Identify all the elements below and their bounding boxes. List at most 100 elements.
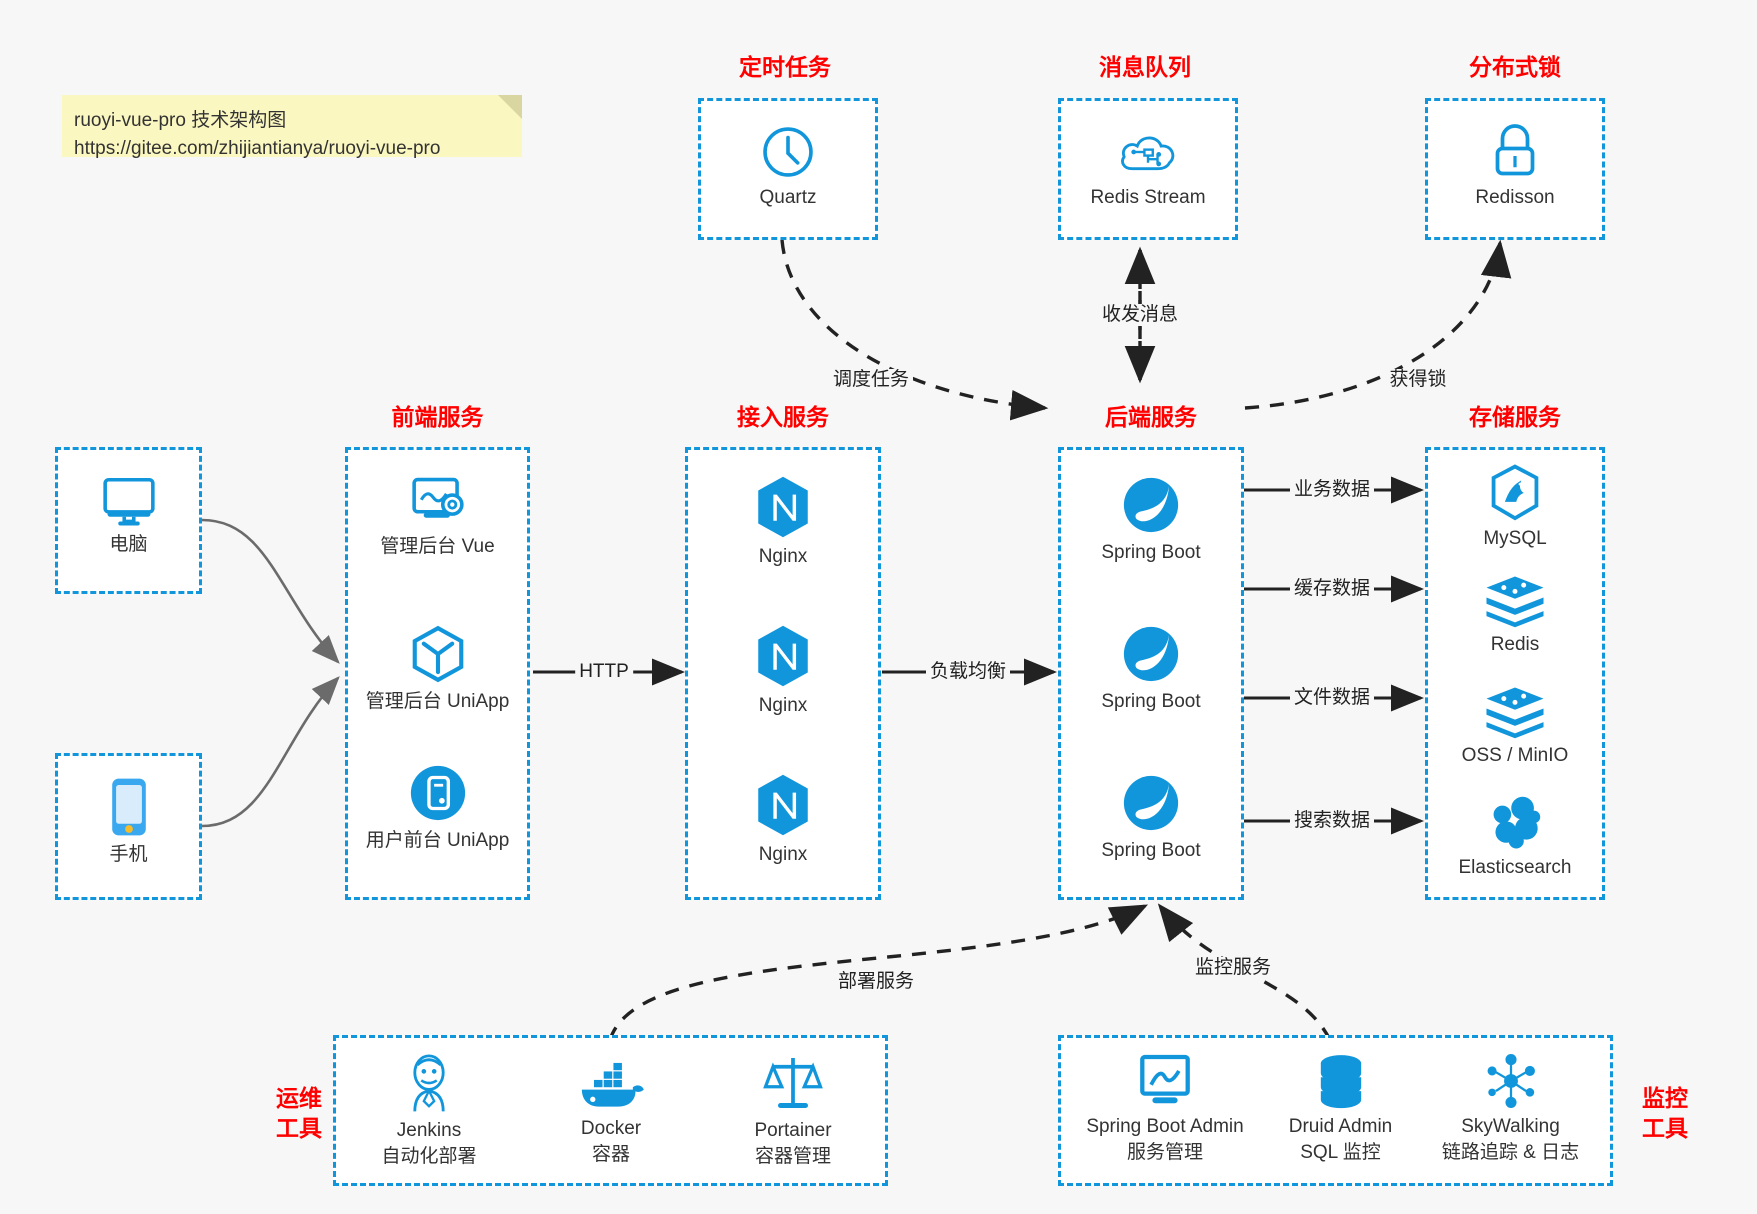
- group-monitoring[interactable]: Spring Boot Admin 服务管理 Druid Admin SQL 监…: [1058, 1035, 1613, 1186]
- node-user-uniapp[interactable]: 用户前台 UniApp: [348, 762, 527, 854]
- node-sublabel: 自动化部署: [381, 1146, 477, 1167]
- cloud-network-icon: [1121, 136, 1175, 171]
- edge-label-file-data: 文件数据: [1289, 687, 1375, 709]
- group-title-devops-line2: 工具: [276, 1115, 322, 1141]
- smartphone-icon: [111, 778, 146, 836]
- lock-icon: [1495, 124, 1535, 176]
- monitor-chart-icon: [1140, 1054, 1190, 1104]
- node-label: Druid Admin: [1288, 1116, 1393, 1137]
- node-label: 手机: [109, 844, 148, 865]
- group-title-gateway: 接入服务: [737, 404, 829, 430]
- node-label: Nginx: [758, 695, 808, 716]
- clock-icon: [763, 127, 813, 177]
- mysql-dolphin-icon: [1491, 464, 1539, 521]
- node-phone[interactable]: 手机: [58, 776, 199, 868]
- node-redis[interactable]: Redis: [1428, 572, 1602, 658]
- node-portainer[interactable]: Portainer 容器管理: [708, 1052, 878, 1170]
- node-spring-boot-1[interactable]: Spring Boot: [1061, 474, 1241, 566]
- edge-label-schedule-task: 调度任务: [828, 369, 914, 391]
- node-label: 管理后台 UniApp: [365, 691, 510, 712]
- edge-label-acquire-lock: 获得锁: [1385, 369, 1451, 391]
- skywalking-node-icon: [1487, 1054, 1535, 1108]
- nginx-icon: [758, 774, 808, 836]
- node-label: Redis Stream: [1090, 187, 1206, 208]
- node-druid-admin[interactable]: Druid Admin SQL 监控: [1253, 1052, 1428, 1166]
- edge-label-monitor-service: 监控服务: [1190, 957, 1276, 979]
- group-title-scheduled-task: 定时任务: [739, 54, 831, 80]
- node-nginx-3[interactable]: Nginx: [688, 772, 878, 868]
- node-redis-stream[interactable]: Redis Stream: [1061, 123, 1235, 211]
- node-label: Spring Boot: [1101, 542, 1201, 563]
- group-storage[interactable]: MySQL Redis OSS / MinIO: [1425, 447, 1605, 900]
- group-title-devops-line1: 运维: [276, 1085, 322, 1111]
- node-label: 电脑: [109, 534, 148, 555]
- node-label: MySQL: [1483, 528, 1547, 549]
- node-redisson[interactable]: Redisson: [1428, 121, 1602, 211]
- spring-boot-leaf-icon: [1123, 477, 1179, 533]
- group-client-pc[interactable]: 电脑: [55, 447, 202, 594]
- desktop-monitor-icon: [102, 477, 155, 526]
- sticky-note: ruoyi-vue-pro 技术架构图 https://gitee.com/zh…: [62, 95, 522, 159]
- node-mysql[interactable]: MySQL: [1428, 464, 1602, 552]
- node-sublabel: SQL 监控: [1300, 1142, 1381, 1163]
- node-admin-uniapp[interactable]: 管理后台 UniApp: [348, 623, 527, 715]
- group-title-storage: 存储服务: [1469, 404, 1561, 430]
- group-scheduled-task[interactable]: Quartz: [698, 98, 878, 240]
- dashboard-gear-icon: [411, 477, 464, 518]
- spring-boot-leaf-icon: [1123, 775, 1179, 831]
- group-frontend[interactable]: 管理后台 Vue 管理后台 UniApp 用户前台 UniApp: [345, 447, 530, 900]
- group-backend[interactable]: Spring Boot Spring Boot Spring Boot: [1058, 447, 1244, 900]
- node-docker[interactable]: Docker 容器: [526, 1060, 696, 1168]
- nginx-icon: [758, 476, 808, 538]
- mobile-app-circle-icon: [410, 765, 465, 821]
- nginx-icon: [758, 625, 808, 687]
- node-oss-minio[interactable]: OSS / MinIO: [1428, 683, 1602, 769]
- edge-label-search-data: 搜索数据: [1289, 810, 1375, 832]
- node-label: Nginx: [758, 546, 808, 567]
- node-label: Spring Boot Admin: [1086, 1116, 1244, 1137]
- node-label: Portainer: [754, 1120, 832, 1141]
- redis-stack-icon: [1486, 576, 1544, 628]
- hexagon-cube-icon: [412, 625, 463, 683]
- node-label: Docker: [580, 1118, 642, 1139]
- node-computer[interactable]: 电脑: [58, 472, 199, 558]
- node-admin-vue[interactable]: 管理后台 Vue: [348, 472, 527, 560]
- node-skywalking[interactable]: SkyWalking 链路追踪 & 日志: [1413, 1052, 1608, 1166]
- group-devops[interactable]: Jenkins 自动化部署 Docker 容器: [333, 1035, 888, 1186]
- node-sublabel: 服务管理: [1126, 1142, 1203, 1163]
- node-label: Nginx: [758, 844, 808, 865]
- node-nginx-2[interactable]: Nginx: [688, 623, 878, 719]
- group-message-queue[interactable]: Redis Stream: [1058, 98, 1238, 240]
- group-title-devops: 运维 工具: [262, 1083, 336, 1143]
- note-fold-corner: [498, 95, 522, 119]
- node-label: OSS / MinIO: [1461, 745, 1569, 766]
- edge-label-deploy-service: 部署服务: [833, 971, 919, 993]
- edge-label-send-receive-message: 收发消息: [1097, 304, 1183, 326]
- group-gateway[interactable]: Nginx Nginx Nginx: [685, 447, 881, 900]
- group-title-distributed-lock: 分布式锁: [1469, 54, 1561, 80]
- node-spring-boot-2[interactable]: Spring Boot: [1061, 623, 1241, 715]
- edge-label-cache-data: 缓存数据: [1289, 578, 1375, 600]
- node-sublabel: 链路追踪 & 日志: [1441, 1142, 1580, 1163]
- node-sublabel: 容器管理: [754, 1146, 831, 1167]
- note-url: https://gitee.com/zhijiantianya/ruoyi-vu…: [74, 138, 441, 159]
- database-cylinder-icon: [1320, 1055, 1361, 1109]
- node-jenkins[interactable]: Jenkins 自动化部署: [344, 1052, 514, 1170]
- group-title-frontend: 前端服务: [391, 404, 484, 430]
- group-title-message-queue: 消息队列: [1099, 54, 1191, 80]
- group-distributed-lock[interactable]: Redisson: [1425, 98, 1605, 240]
- docker-whale-icon: [581, 1062, 644, 1107]
- node-label: 管理后台 Vue: [380, 536, 495, 557]
- group-title-backend: 后端服务: [1105, 404, 1197, 430]
- jenkins-butler-icon: [413, 1054, 445, 1112]
- node-spring-boot-admin[interactable]: Spring Boot Admin 服务管理: [1065, 1052, 1265, 1166]
- edge-label-http: HTTP: [575, 661, 633, 683]
- group-client-mobile[interactable]: 手机: [55, 753, 202, 900]
- group-title-monitoring-line1: 监控: [1642, 1085, 1688, 1111]
- node-nginx-1[interactable]: Nginx: [688, 474, 878, 570]
- node-spring-boot-3[interactable]: Spring Boot: [1061, 772, 1241, 864]
- node-elasticsearch[interactable]: Elasticsearch: [1428, 793, 1602, 881]
- node-quartz[interactable]: Quartz: [701, 123, 875, 211]
- node-label: 用户前台 UniApp: [365, 830, 510, 851]
